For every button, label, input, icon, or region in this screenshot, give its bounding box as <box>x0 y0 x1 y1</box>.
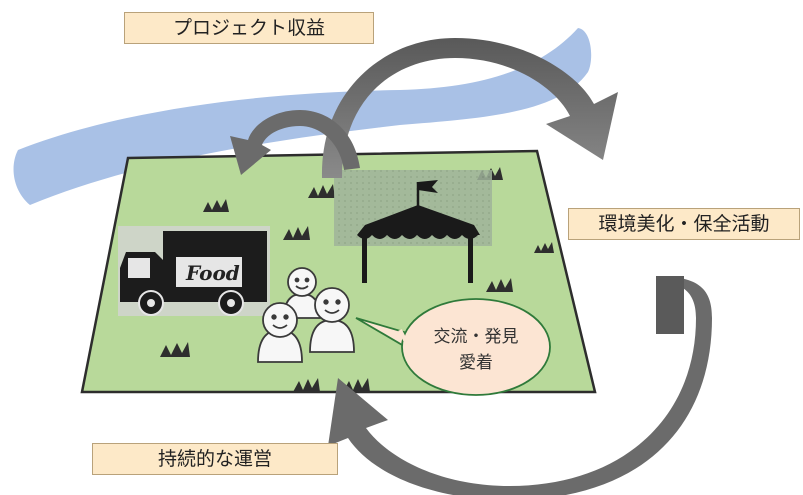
bubble-line-2: 愛着 <box>459 353 493 373</box>
bubble-line-1: 交流・発見 <box>434 327 519 347</box>
speech-bubble: 交流・発見 愛着 <box>355 298 551 396</box>
label-environment-activity: 環境美化・保全活動 <box>568 208 800 240</box>
arrow-activity-to-operation <box>328 276 712 495</box>
person-right <box>309 287 355 353</box>
label-sustainable-operation: 持続的な運営 <box>92 443 338 475</box>
people-group <box>257 267 355 363</box>
event-tent <box>334 170 492 283</box>
person-left <box>257 302 303 363</box>
food-truck: Food <box>118 226 270 316</box>
arrow-revenue-to-park <box>230 110 360 175</box>
arrow-revenue-to-activity <box>321 38 618 178</box>
label-project-revenue: プロジェクト収益 <box>124 12 374 44</box>
truck-sign-text: Food <box>185 261 240 285</box>
grass-tufts <box>160 167 554 392</box>
